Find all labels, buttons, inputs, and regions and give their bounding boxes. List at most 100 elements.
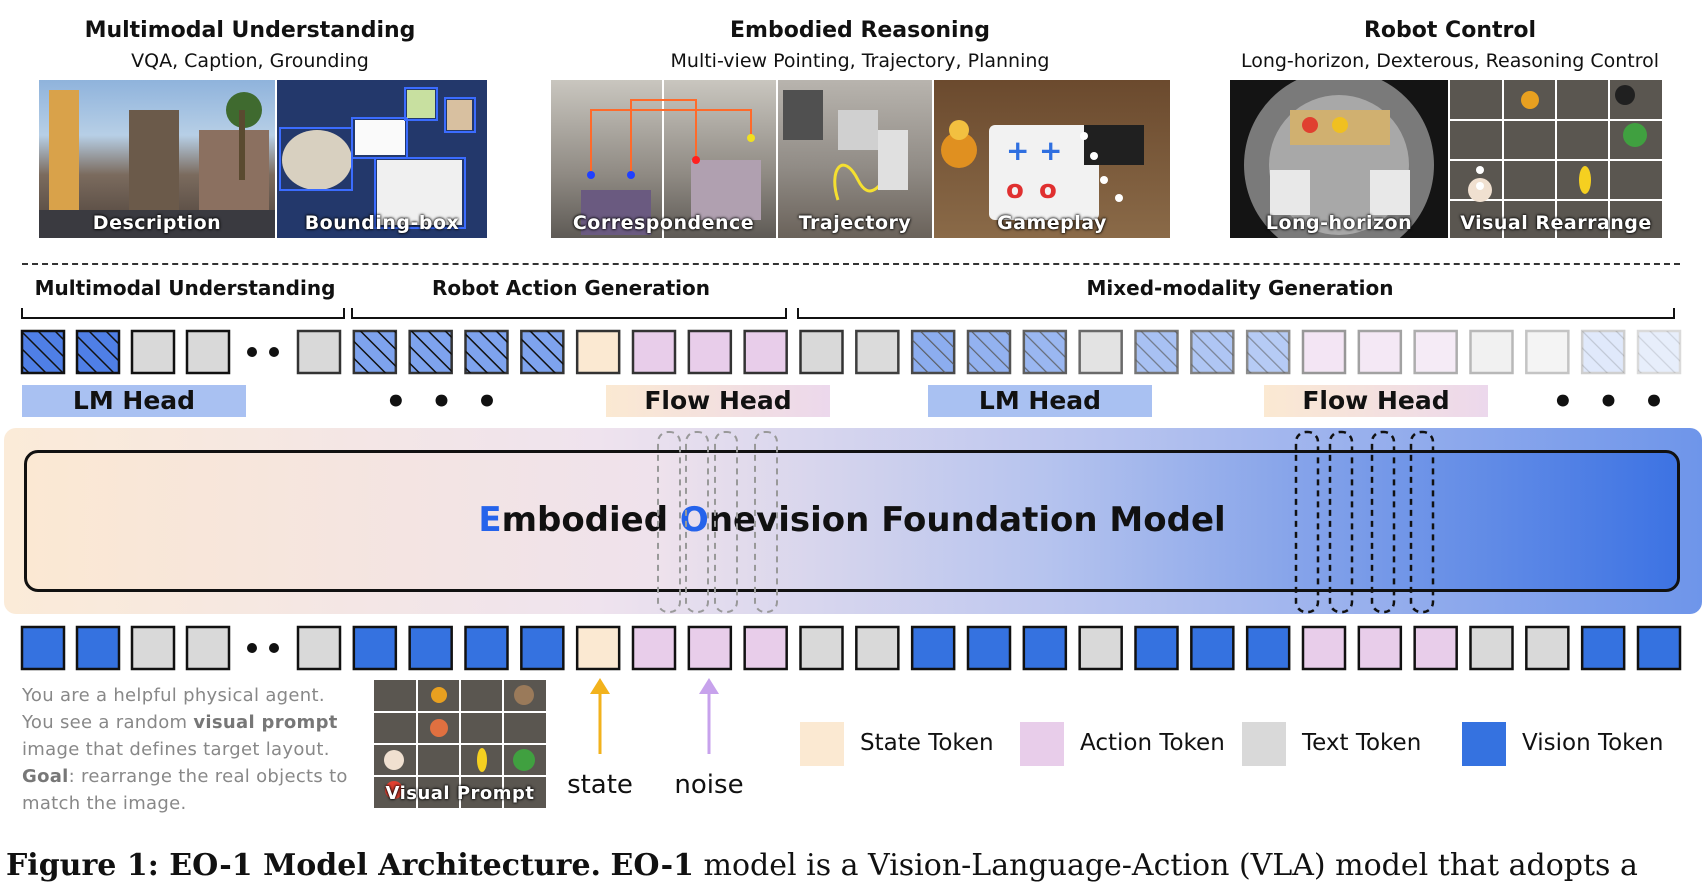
vision-token <box>1134 625 1179 671</box>
token-hatch <box>1638 331 1680 373</box>
legend-label-state: State Token <box>860 730 994 756</box>
action-token <box>631 329 677 375</box>
action-token <box>1357 329 1403 375</box>
lm-head-right: LM Head <box>928 385 1152 417</box>
vision-token <box>1022 625 1068 671</box>
svg-text:o: o <box>1039 175 1057 205</box>
image-caption: Long-horizon <box>1265 212 1413 234</box>
action-token <box>687 329 733 375</box>
panel-subtitle-robot-control: Long-horizon, Dexterous, Reasoning Contr… <box>1240 50 1660 72</box>
text-token <box>185 329 231 375</box>
token-hatch <box>353 331 396 373</box>
text-token <box>130 329 176 375</box>
vision-token <box>20 625 66 671</box>
token-hatch <box>1582 331 1625 373</box>
prompt-line: image that defines target layout. <box>22 739 330 760</box>
token-hatch <box>521 331 564 373</box>
state-token <box>575 625 621 671</box>
vision-token <box>352 625 398 671</box>
text-token <box>296 625 342 671</box>
text-token <box>799 329 844 375</box>
model-title-part2: nevision Foundation Model <box>708 500 1226 540</box>
figure-caption: Figure 1: EO-1 Model Architecture. EO-1 … <box>6 848 1638 883</box>
token-hatch <box>1247 331 1290 373</box>
panel-title-robot-control: Robot Control <box>1363 18 1537 43</box>
svg-text:+: + <box>1006 134 1029 167</box>
token-hatch <box>465 331 508 373</box>
action-token <box>1413 329 1458 375</box>
token-hatch <box>1191 331 1234 373</box>
image-caption: Description <box>92 212 222 234</box>
vision-token <box>1580 625 1626 671</box>
action-token <box>743 625 788 671</box>
vision-token <box>408 625 453 671</box>
legend-label-action: Action Token <box>1080 730 1225 756</box>
panel-title-multimodal: Multimodal Understanding <box>84 18 416 43</box>
token-hatch <box>1135 331 1178 373</box>
panel-title-reasoning: Embodied Reasoning <box>730 18 990 43</box>
image-caption: Visual Prompt <box>385 783 535 804</box>
text-token <box>855 625 900 671</box>
text-token <box>130 625 176 671</box>
svg-text:+: + <box>1039 134 1062 167</box>
model-title-o: O <box>679 500 709 540</box>
legend-label-text: Text Token <box>1302 730 1422 756</box>
prompt-line: You see a random visual prompt <box>22 712 338 733</box>
flow-head-left: Flow Head <box>606 385 830 417</box>
vision-token <box>966 625 1012 671</box>
model-title-part1: mbodied <box>501 500 680 540</box>
flow-head-right: Flow Head <box>1264 385 1488 417</box>
text-token <box>799 625 844 671</box>
image-trajectory: Trajectory <box>778 80 932 238</box>
prompt-line: Goal: rearrange the real objects to <box>22 766 348 787</box>
section-brackets <box>21 308 1675 319</box>
action-token <box>687 625 733 671</box>
action-token <box>1301 625 1347 671</box>
state-label: state <box>567 770 633 800</box>
image-caption: Gameplay <box>997 212 1107 234</box>
token-hatch <box>968 331 1010 373</box>
output-token-row <box>20 329 1682 375</box>
token-hatch <box>77 331 119 373</box>
text-token <box>296 329 342 375</box>
action-token <box>1413 625 1458 671</box>
vision-token <box>910 625 956 671</box>
vision-token <box>1245 625 1291 671</box>
ellipsis-dot <box>269 643 279 653</box>
prompt-line: You are a helpful physical agent. <box>22 685 325 706</box>
action-token <box>631 625 677 671</box>
input-arrows <box>590 678 719 754</box>
legend-swatch-text <box>1242 722 1286 766</box>
vision-token <box>520 625 565 671</box>
panel-subtitle-multimodal: VQA, Caption, Grounding <box>131 50 369 72</box>
ellipsis-dot <box>247 347 257 357</box>
section-label-robot-action: Robot Action Generation <box>432 276 710 300</box>
text-token <box>1469 625 1514 671</box>
state-token <box>575 329 621 375</box>
legend-swatch-action <box>1020 722 1064 766</box>
legend-label-vision: Vision Token <box>1522 730 1664 756</box>
action-token <box>1357 625 1403 671</box>
ellipsis-dot <box>247 643 257 653</box>
image-bounding-box: Bounding-box <box>277 80 487 238</box>
text-token <box>855 329 900 375</box>
model-title: Embodied Onevision Foundation Model <box>24 500 1680 540</box>
token-hatch <box>409 331 452 373</box>
vision-token <box>464 625 509 671</box>
image-description: Description <box>39 80 275 238</box>
svg-text:o: o <box>1006 175 1024 205</box>
panel-subtitle-reasoning: Multi-view Pointing, Trajectory, Plannin… <box>670 50 1050 72</box>
section-label-multimodal: Multimodal Understanding <box>34 276 336 300</box>
image-caption: Trajectory <box>798 212 912 234</box>
vision-token <box>75 625 121 671</box>
image-caption: Visual Rearrange <box>1460 212 1652 234</box>
action-token <box>1301 329 1347 375</box>
text-token <box>1078 625 1123 671</box>
ellipsis-icon: • • • <box>385 382 504 422</box>
input-token-row <box>20 625 1682 671</box>
model-title-e: E <box>478 500 502 540</box>
prompt-line: match the image. <box>22 793 187 814</box>
token-hatch <box>1023 331 1066 373</box>
ellipsis-icon: • • • <box>1552 382 1671 422</box>
image-gameplay: + + o o Gameplay <box>934 80 1170 238</box>
